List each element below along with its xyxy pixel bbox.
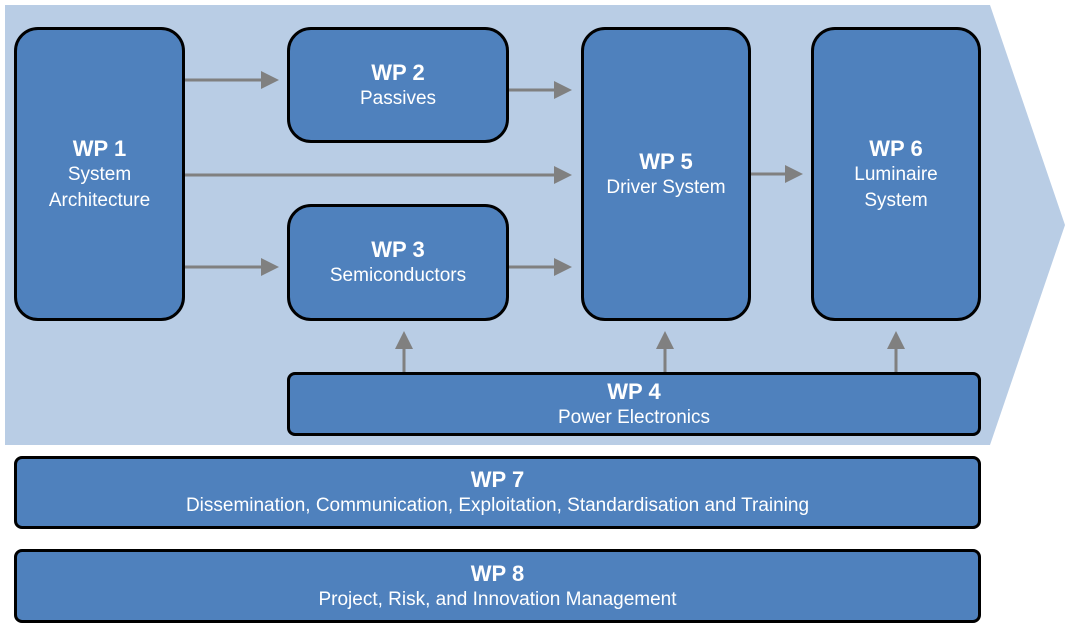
background-chevron-arrow	[5, 5, 1065, 445]
wp7-box: WP 7 Dissemination, Communication, Explo…	[14, 456, 981, 529]
wp6-box: WP 6 Luminaire System	[811, 27, 981, 321]
wp4-box: WP 4 Power Electronics	[287, 372, 981, 436]
wp1-subtitle: System Architecture	[48, 163, 151, 211]
wp4-subtitle: Power Electronics	[557, 406, 711, 428]
wp5-box: WP 5 Driver System	[581, 27, 751, 321]
wp1-box: WP 1 System Architecture	[14, 27, 185, 321]
wp3-subtitle: Semiconductors	[329, 265, 467, 286]
wp5-title: WP 5	[639, 148, 693, 174]
wp4-title: WP 4	[607, 378, 661, 404]
wp1-title: WP 1	[72, 135, 127, 161]
wp3-box: WP 3 Semiconductors	[287, 204, 509, 321]
wp7-subtitle: Dissemination, Communication, Exploitati…	[185, 495, 810, 516]
wp5-subtitle: Driver System	[606, 176, 726, 198]
wp8-subtitle: Project, Risk, and Innovation Management	[318, 588, 677, 610]
wp3-title: WP 3	[371, 237, 425, 262]
wp7-title: WP 7	[470, 467, 525, 492]
wp2-title: WP 2	[371, 59, 425, 85]
wp6-title: WP 6	[869, 135, 923, 161]
wp8-title: WP 8	[470, 560, 525, 586]
wp8-box: WP 8 Project, Risk, and Innovation Manag…	[14, 549, 981, 623]
wp2-subtitle: Passives	[359, 87, 437, 109]
wp6-subtitle: Luminaire System	[854, 163, 938, 211]
wp2-box: WP 2 Passives	[287, 27, 509, 143]
